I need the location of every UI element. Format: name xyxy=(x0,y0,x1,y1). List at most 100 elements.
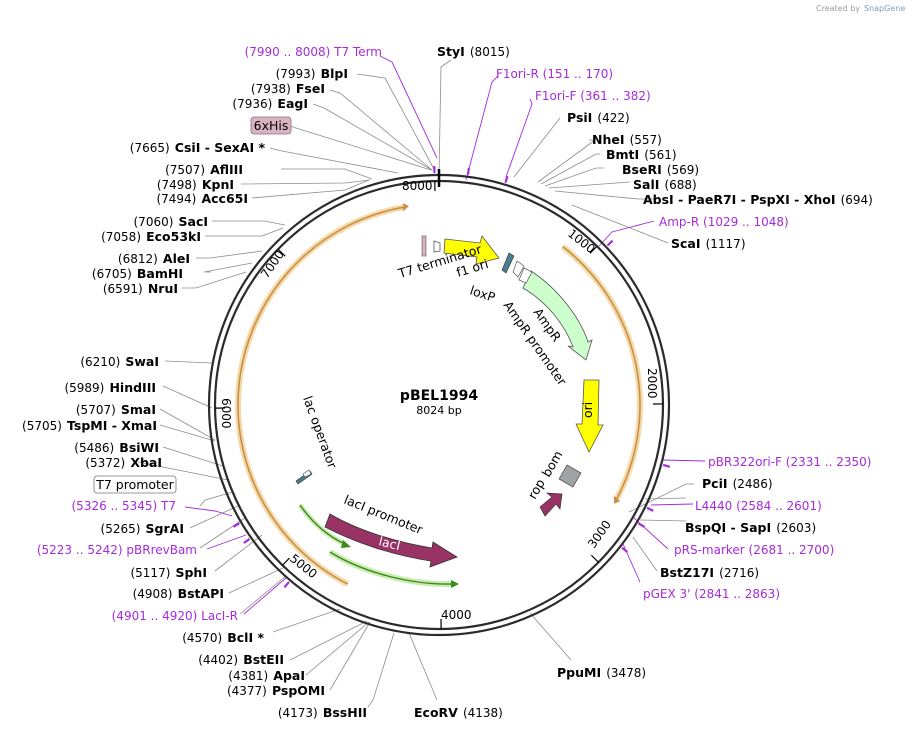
enzyme-label-35[interactable]: BseRI (569) xyxy=(622,159,699,178)
enzyme-name-35: BseRI xyxy=(622,162,662,177)
ampr-arrow[interactable] xyxy=(522,270,593,361)
label-lac-operator: lac operator xyxy=(300,394,340,471)
t7-terminator-shape[interactable] xyxy=(433,240,441,253)
enzyme-label-27[interactable]: EcoRV (4138) xyxy=(414,702,503,721)
enzyme-label-32[interactable]: ScaI (1117) xyxy=(671,233,746,252)
enzyme-name-7: Acc65I xyxy=(201,191,248,206)
enzyme-label-31[interactable]: PciI (2486) xyxy=(702,473,773,492)
enzyme-label-0[interactable]: StyI (8015) xyxy=(437,41,510,60)
primer-name-7: pGEX 3' xyxy=(643,587,690,601)
enzyme-label-23[interactable]: (4402) BstEII xyxy=(198,649,284,668)
primer-lines xyxy=(184,55,706,615)
enzyme-name-29: BstZ17I xyxy=(660,565,714,580)
enzyme-label-34[interactable]: SalI (688) xyxy=(633,174,697,193)
tick-8000: 8000 xyxy=(402,179,433,193)
enzyme-name-5: AflIII xyxy=(210,162,243,177)
primer-label-4[interactable]: pBR322ori-F (2331 .. 2350) xyxy=(708,455,871,469)
primer-label-7[interactable]: pGEX 3' (2841 .. 2863) xyxy=(643,587,780,601)
enzyme-position-26: (4173) xyxy=(278,706,318,720)
enzyme-position-25: (4377) xyxy=(227,684,267,698)
laci-arrow[interactable] xyxy=(324,513,458,568)
his-tag-shape[interactable] xyxy=(421,235,427,257)
enzyme-name-21: BstAPI xyxy=(178,586,224,601)
enzyme-label-14[interactable]: (5989) HindIII xyxy=(64,377,156,396)
ampr-promoter-shape[interactable] xyxy=(518,267,533,284)
rop-arrow[interactable] xyxy=(539,492,563,517)
enzyme-label-26[interactable]: (4173) BssHII xyxy=(278,702,367,721)
enzyme-label-38[interactable]: PsiI (422) xyxy=(567,107,630,126)
enzyme-label-15[interactable]: (5707) SmaI xyxy=(76,399,156,418)
orf-arc-right xyxy=(562,245,641,500)
loxp-arrow-shape[interactable] xyxy=(512,260,525,278)
enzyme-position-35: (569) xyxy=(667,163,699,177)
enzyme-label-16[interactable]: (5705) TspMI - XmaI xyxy=(22,415,157,434)
primer-mark-10 xyxy=(283,581,290,589)
enzyme-label-25[interactable]: (4377) PspOMI xyxy=(227,680,325,699)
enzyme-label-21[interactable]: (4908) BstAPI xyxy=(133,583,224,602)
primer-label-6[interactable]: pRS-marker (2681 .. 2700) xyxy=(674,543,834,557)
enzyme-name-8: SacI xyxy=(179,214,209,229)
enzyme-label-7[interactable]: (7494) Acc65I xyxy=(156,188,248,207)
snapgene-logo: SnapGene xyxy=(864,4,905,13)
enzyme-label-37[interactable]: NheI (557) xyxy=(592,129,662,148)
primer-label-9[interactable]: (5223 .. 5242) pBRrevBam xyxy=(37,543,197,557)
enzyme-label-10[interactable]: (6812) AleI xyxy=(118,248,190,267)
primer-name-4: pBR322ori-F xyxy=(708,455,782,469)
enzyme-label-5[interactable]: (7507) AflIII xyxy=(165,159,243,178)
loxp-shape[interactable] xyxy=(501,252,515,274)
enzyme-name-31: PciI xyxy=(702,476,728,491)
enzyme-position-20: (5117) xyxy=(130,566,170,580)
primer-label-3[interactable]: Amp-R (1029 .. 1048) xyxy=(659,215,789,229)
t7-promoter-shape[interactable] xyxy=(302,469,312,478)
enzyme-label-3[interactable]: (7936) EagI xyxy=(232,93,308,112)
enzyme-name-15: SmaI xyxy=(121,402,156,417)
enzyme-label-4[interactable]: (7665) CsiI - SexAI * xyxy=(130,137,266,156)
primer-label-8[interactable]: (5326 .. 5345) T7 xyxy=(72,499,177,513)
enzyme-label-20[interactable]: (5117) SphI xyxy=(130,562,207,581)
ori-arrow[interactable] xyxy=(575,379,604,453)
enzyme-label-11[interactable]: (6705) BamHI xyxy=(92,263,183,282)
enzyme-label-30[interactable]: BspQI - SapI (2603) xyxy=(685,517,816,536)
enzyme-label-8[interactable]: (7060) SacI xyxy=(134,211,209,230)
enzyme-position-29: (2716) xyxy=(719,566,759,580)
enzyme-label-19[interactable]: (5265) SgrAI xyxy=(101,518,184,537)
enzyme-name-37: NheI xyxy=(592,132,625,147)
enzyme-label-36[interactable]: BmtI (561) xyxy=(606,144,677,163)
primer-label-0[interactable]: (7990 .. 8008) T7 Term xyxy=(245,45,382,59)
enzyme-label-2[interactable]: (7938) FseI xyxy=(251,78,325,97)
f1-ori-arrow[interactable] xyxy=(443,235,500,265)
primer-label-2[interactable]: F1ori-F (361 .. 382) xyxy=(535,89,651,103)
primer-range-9: (5223 .. 5242) xyxy=(37,543,123,557)
enzyme-name-1: BlpI xyxy=(321,66,348,81)
tick-6000: 6000 xyxy=(219,398,233,429)
enzyme-label-28[interactable]: PpuMI (3478) xyxy=(557,662,646,681)
enzyme-name-26: BssHII xyxy=(323,705,367,720)
bom-shape[interactable] xyxy=(558,464,582,488)
primer-label-5[interactable]: L4440 (2584 .. 2601) xyxy=(695,499,822,513)
tick-mark-3000 xyxy=(590,554,599,563)
enzyme-label-1[interactable]: (7993) BlpI xyxy=(276,63,348,82)
enzyme-label-6[interactable]: (7498) KpnI xyxy=(157,174,234,193)
enzyme-label-13[interactable]: (6210) SwaI xyxy=(80,351,159,370)
enzyme-name-28: PpuMI xyxy=(557,665,601,680)
enzyme-label-9[interactable]: (7058) Eco53kI xyxy=(101,226,201,245)
enzyme-label-33[interactable]: AbsI - PaeR7I - PspXI - XhoI (694) xyxy=(643,189,873,208)
primer-label-1[interactable]: F1ori-R (151 .. 170) xyxy=(496,67,613,81)
enzyme-name-14: HindIII xyxy=(109,380,156,395)
tick-2000: 2000 xyxy=(645,368,659,399)
primer-label-10[interactable]: (4901 .. 4920) LacI-R xyxy=(112,609,238,623)
enzyme-label-22[interactable]: (4570) BclI * xyxy=(182,627,264,646)
enzyme-label-17[interactable]: (5486) BsiWI xyxy=(74,437,159,456)
enzyme-name-33: AbsI - PaeR7I - PspXI - XhoI xyxy=(643,192,836,207)
enzyme-label-24[interactable]: (4381) ApaI xyxy=(228,665,305,684)
label-rop: rop xyxy=(525,476,548,501)
enzyme-position-31: (2486) xyxy=(733,477,773,491)
enzyme-label-12[interactable]: (6591) NruI xyxy=(103,278,178,297)
enzyme-label-29[interactable]: BstZ17I (2716) xyxy=(660,562,759,581)
tick-mark-7000 xyxy=(277,248,286,257)
t7-promoter-label: T7 promoter xyxy=(95,477,174,492)
enzyme-label-18[interactable]: (5372) XbaI xyxy=(85,452,162,471)
primer-mark-2 xyxy=(504,175,509,184)
leader-lines xyxy=(137,59,694,708)
